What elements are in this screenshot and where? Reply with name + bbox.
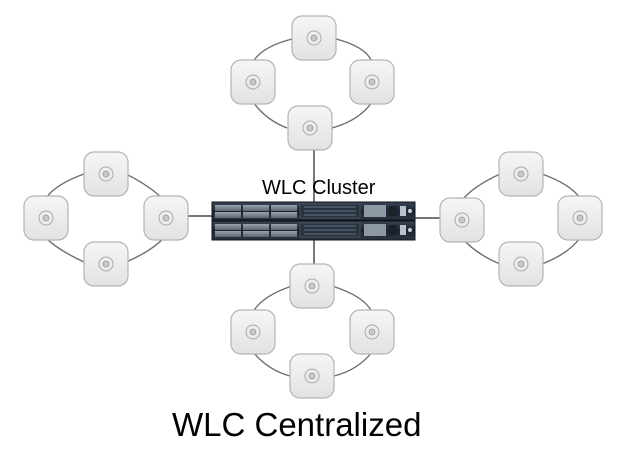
controller-unit-lower [211, 220, 416, 241]
ap-group-top [230, 15, 395, 151]
access-point-icon [439, 197, 485, 243]
ap-link [333, 351, 373, 377]
access-point-icon [498, 241, 544, 287]
ap-link [45, 173, 85, 199]
ap-link [331, 37, 373, 63]
access-point-icon [230, 309, 276, 355]
access-point-icon [287, 105, 333, 151]
access-point-icon [557, 195, 603, 241]
ap-link [252, 351, 291, 377]
ap-link [461, 173, 501, 201]
access-point-icon [289, 263, 335, 309]
access-point-icon [349, 59, 395, 105]
access-point-icon [23, 195, 69, 241]
access-point-icon [83, 241, 129, 287]
ap-link [331, 285, 373, 313]
access-point-icon [289, 353, 335, 399]
ap-link [45, 237, 85, 263]
access-point-icon [83, 151, 129, 197]
ap-link [125, 237, 165, 263]
access-point-icon [349, 309, 395, 355]
controller-unit-upper [211, 201, 416, 221]
access-point-icon [291, 15, 337, 61]
ap-link [541, 173, 581, 199]
wireless-lan-controller-icon [211, 201, 416, 241]
ap-link [541, 237, 581, 265]
cluster-label: WLC Cluster [262, 177, 376, 199]
ap-link [252, 37, 297, 63]
ap-group-right [439, 151, 603, 287]
access-point-icon [230, 59, 276, 105]
ap-link [331, 101, 373, 129]
ap-group-left [23, 151, 189, 287]
diagram-caption: WLC Centralized [172, 406, 421, 443]
access-point-icon [498, 151, 544, 197]
ap-group-bottom [230, 263, 395, 399]
access-point-icon [143, 195, 189, 241]
ap-link [252, 285, 293, 313]
ap-link [252, 101, 288, 129]
